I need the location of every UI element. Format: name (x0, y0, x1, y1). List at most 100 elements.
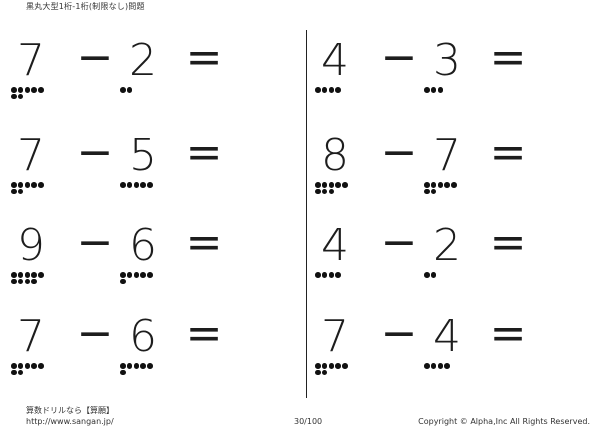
subtraction-problem: 4−2= (312, 221, 572, 287)
counting-dot (38, 363, 44, 369)
minuend: 8 (321, 130, 349, 181)
counting-dot (11, 272, 17, 278)
counting-dot (430, 182, 437, 188)
equals-sign: = (489, 308, 527, 359)
counting-dot (335, 272, 341, 278)
page-number: 30/100 (294, 417, 323, 426)
subtraction-problem: 7−5= (8, 131, 268, 197)
counting-dot (315, 272, 321, 278)
counting-dot (11, 369, 17, 376)
site-url[interactable]: http://www.sangan.jp/ (26, 417, 114, 426)
counting-dot (120, 182, 126, 188)
counting-dot (24, 182, 31, 188)
equals-sign: = (489, 127, 527, 178)
counting-dot (342, 363, 348, 369)
counting-dot (430, 363, 437, 369)
subtraction-problem: 9−6= (8, 221, 268, 287)
subtrahend: 7 (433, 130, 461, 181)
counting-dot (17, 188, 24, 195)
counting-dot (11, 188, 17, 195)
subtraction-problem: 8−7= (312, 131, 572, 197)
counting-dot (11, 87, 17, 93)
counting-dot (126, 363, 133, 369)
counting-dot (315, 182, 321, 188)
equals-sign: = (185, 32, 223, 83)
counting-dot (444, 182, 450, 188)
counting-dot (335, 363, 341, 369)
counting-dot (24, 272, 31, 278)
counting-dot (437, 87, 444, 93)
counting-dot (17, 87, 24, 93)
counting-dot (17, 363, 24, 369)
counting-dot (126, 272, 133, 278)
counting-dot (17, 182, 24, 188)
equals-sign: = (185, 127, 223, 178)
counting-dot (120, 87, 126, 93)
counting-dot (321, 363, 328, 369)
counting-dot (430, 272, 437, 278)
counting-dot (11, 278, 17, 285)
counting-dot (147, 363, 153, 369)
counting-dot (424, 188, 430, 195)
counting-dot (147, 272, 153, 278)
counting-dot (342, 182, 348, 188)
footer-branding: 算数ドリルなら【算願】 http://www.sangan.jp/ (26, 405, 114, 427)
counting-dot (126, 87, 133, 93)
minus-sign: − (76, 217, 114, 268)
counting-dot (11, 182, 17, 188)
counting-dot (321, 272, 328, 278)
counting-dot (424, 272, 430, 278)
subtrahend: 4 (433, 311, 461, 362)
counting-dots (11, 87, 59, 103)
counting-dot (133, 272, 140, 278)
counting-dot (38, 182, 44, 188)
subtraction-problem: 4−3= (312, 36, 572, 102)
minus-sign: − (76, 127, 114, 178)
counting-dot (424, 182, 430, 188)
minuend: 7 (321, 311, 349, 362)
counting-dot (17, 272, 24, 278)
counting-dot (328, 182, 335, 188)
counting-dot (335, 87, 341, 93)
counting-dots (424, 363, 472, 379)
counting-dot (328, 87, 335, 93)
counting-dot (31, 182, 37, 188)
counting-dots (120, 87, 168, 103)
counting-dot (424, 87, 430, 93)
counting-dot (17, 369, 24, 376)
counting-dots (11, 272, 59, 288)
worksheet-title: 黒丸大型1桁-1桁(制限なし)問題 (26, 2, 145, 11)
counting-dot (11, 363, 17, 369)
counting-dot (140, 182, 146, 188)
counting-dot (321, 87, 328, 93)
counting-dot (321, 188, 328, 195)
minus-sign: − (76, 308, 114, 359)
counting-dots (424, 182, 472, 198)
counting-dot (147, 182, 153, 188)
counting-dot (451, 182, 457, 188)
counting-dot (140, 272, 146, 278)
counting-dot (38, 272, 44, 278)
counting-dot (321, 369, 328, 376)
counting-dot (31, 87, 37, 93)
counting-dot (17, 278, 24, 285)
counting-dot (133, 182, 140, 188)
minuend: 4 (321, 220, 349, 271)
counting-dot (120, 363, 126, 369)
counting-dots (120, 363, 168, 379)
minuend: 4 (321, 35, 349, 86)
counting-dot (126, 182, 133, 188)
equals-sign: = (185, 308, 223, 359)
counting-dot (133, 363, 140, 369)
column-divider (306, 30, 307, 398)
counting-dot (424, 363, 430, 369)
copyright-notice: Copyright © Alpha,Inc All Rights Reserve… (418, 417, 590, 426)
counting-dot (11, 93, 17, 100)
counting-dot (24, 87, 31, 93)
counting-dot (31, 363, 37, 369)
subtrahend: 5 (129, 130, 157, 181)
counting-dot (315, 369, 321, 376)
counting-dot (444, 363, 450, 369)
subtrahend: 6 (129, 311, 157, 362)
subtraction-problem: 7−2= (8, 36, 268, 102)
